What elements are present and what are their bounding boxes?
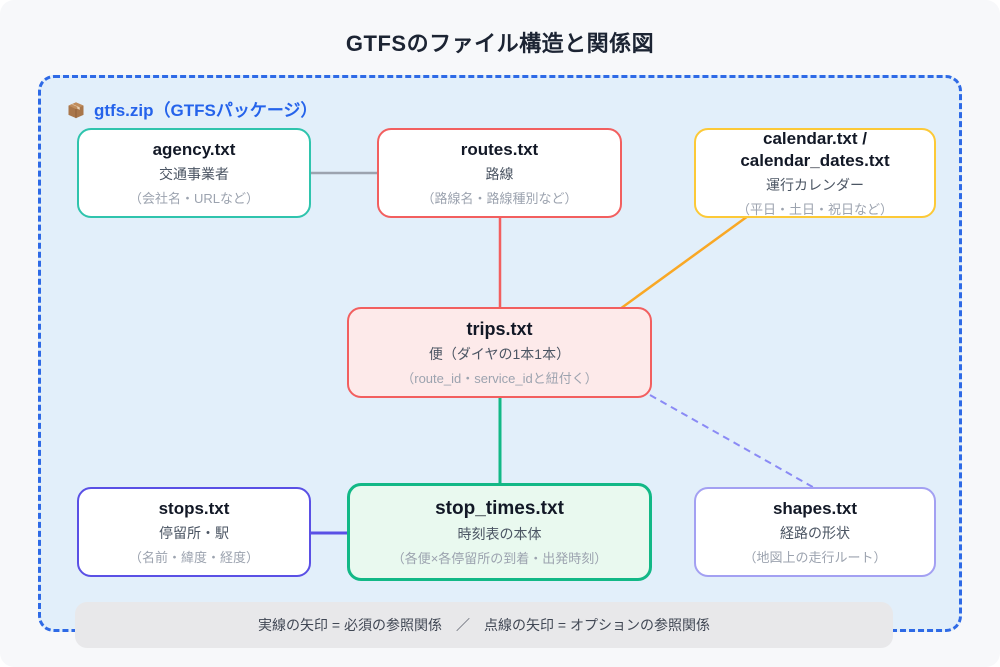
node-detail: （平日・土日・祝日など） [736, 201, 893, 217]
node-detail: （名前・緯度・経度） [128, 550, 259, 566]
node-title: agency.txt [152, 139, 236, 159]
node-title: stops.txt [158, 498, 230, 518]
package-icon [68, 101, 84, 118]
node-detail: （各便×各停留所の到着・出発時刻） [391, 551, 608, 567]
node-title: trips.txt [466, 318, 533, 339]
node-title: routes.txt [460, 139, 539, 159]
node-subtitle: 交通事業者 [159, 166, 229, 183]
node-subtitle: 時刻表の本体 [457, 526, 542, 543]
legend-text: 実線の矢印 = 必須の参照関係 ／ 点線の矢印 = オプションの参照関係 [258, 617, 710, 633]
node-stop-times-txt: stop_times.txt 時刻表の本体 （各便×各停留所の到着・出発時刻） [347, 483, 652, 581]
package-label: gtfs.zip（GTFSパッケージ） [66, 96, 317, 121]
node-title: shapes.txt [772, 498, 858, 518]
node-subtitle: 停留所・駅 [159, 525, 229, 542]
node-subtitle: 便（ダイヤの1本1本） [428, 346, 571, 363]
legend-bar: 実線の矢印 = 必須の参照関係 ／ 点線の矢印 = オプションの参照関係 [75, 602, 893, 648]
node-stops-txt: stops.txt 停留所・駅 （名前・緯度・経度） [77, 487, 311, 577]
package-label-text: gtfs.zip（GTFSパッケージ） [94, 101, 318, 120]
node-title: stop_times.txt [435, 497, 564, 519]
node-detail: （route_id・service_idと紐付く） [401, 371, 598, 387]
node-subtitle: 経路の形状 [780, 525, 850, 542]
node-detail: （路線名・路線種別など） [421, 191, 578, 207]
node-title: calendar.txt / calendar_dates.txt [740, 129, 890, 170]
page-title: GTFSのファイル構造と関係図 [345, 31, 655, 56]
node-routes-txt: routes.txt 路線 （路線名・路線種別など） [377, 128, 622, 218]
node-shapes-txt: shapes.txt 経路の形状 （地図上の走行ルート） [694, 487, 936, 577]
node-detail: （会社名・URLなど） [128, 191, 259, 207]
node-agency-txt: agency.txt 交通事業者 （会社名・URLなど） [77, 128, 311, 218]
node-trips-txt: trips.txt 便（ダイヤの1本1本） （route_id・service_… [347, 307, 652, 398]
node-detail: （地図上の走行ルート） [743, 550, 887, 566]
node-subtitle: 路線 [485, 166, 514, 183]
node-subtitle: 運行カレンダー [766, 176, 864, 193]
node-calendar-txt: calendar.txt / calendar_dates.txt 運行カレンダ… [694, 128, 936, 218]
